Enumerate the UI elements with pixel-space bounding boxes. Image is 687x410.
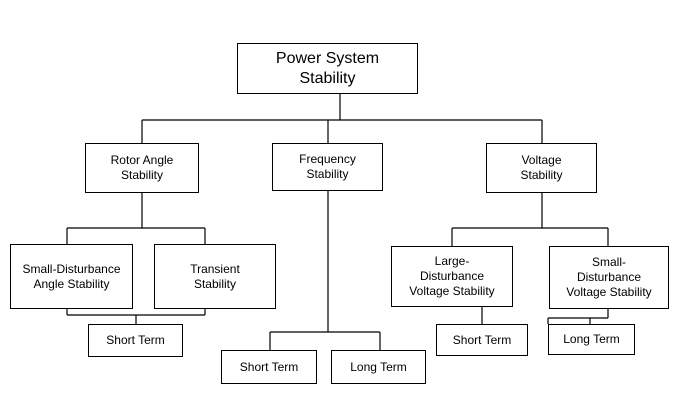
frequency-stability-node: Frequency Stability	[272, 143, 383, 191]
small-disturbance-angle-stability-node: Small-Disturbance Angle Stability	[10, 244, 133, 309]
node-label: Large- Disturbance Voltage Stability	[409, 254, 495, 298]
node-label: Small-Disturbance Angle Stability	[22, 261, 121, 291]
voltage-long-term-node: Long Term	[548, 324, 635, 355]
node-label: Power System Stability	[275, 50, 380, 87]
large-disturbance-voltage-stability-node: Large- Disturbance Voltage Stability	[391, 246, 513, 307]
voltage-short-term-node: Short Term	[436, 324, 528, 356]
node-label: Short Term	[452, 332, 512, 347]
small-disturbance-voltage-stability-node: Small- Disturbance Voltage Stability	[549, 246, 669, 309]
frequency-long-term-node: Long Term	[331, 350, 426, 384]
transient-stability-node: Transient Stability	[154, 244, 276, 309]
node-label: Frequency Stability	[299, 152, 356, 181]
frequency-short-term-node: Short Term	[221, 350, 317, 384]
power-system-stability-node: Power System Stability	[237, 43, 418, 94]
rotor-angle-stability-node: Rotor Angle Stability	[85, 143, 199, 193]
node-label: Short Term	[106, 333, 165, 347]
node-label: Voltage Stability	[520, 153, 563, 182]
node-label: Short Term	[239, 359, 299, 374]
node-label: Rotor Angle Stability	[110, 153, 174, 182]
voltage-stability-node: Voltage Stability	[486, 143, 597, 193]
node-label: Long Term	[563, 332, 620, 346]
node-label: Small- Disturbance Voltage Stability	[566, 255, 652, 299]
node-label: Transient Stability	[190, 261, 240, 291]
node-label: Long Term	[350, 359, 407, 374]
angle-short-term-node: Short Term	[88, 324, 183, 357]
